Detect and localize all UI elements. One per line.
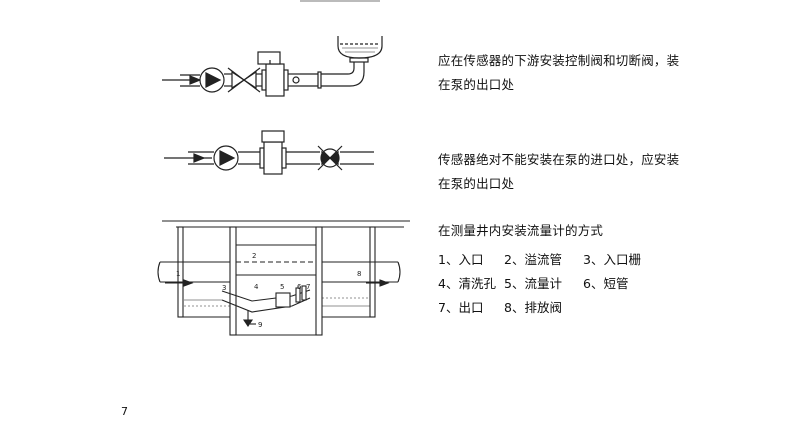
inlet-arrow-icon <box>189 75 202 85</box>
note-1-line-2: 在泵的出口处 <box>438 77 515 92</box>
legend-item: 4、清洗孔 <box>438 276 496 291</box>
label-7: 7 <box>306 283 310 291</box>
label-8: 8 <box>357 270 361 278</box>
label-5: 5 <box>280 283 284 291</box>
label-3: 3 <box>222 284 226 292</box>
legend-item: 2、溢流管 <box>504 252 562 267</box>
label-9: 9 <box>258 321 262 329</box>
label-1: 1 <box>176 270 180 278</box>
page-number: 7 <box>121 405 128 418</box>
legend-item: 6、短管 <box>583 276 629 291</box>
legend-item: 1、入口 <box>438 252 484 267</box>
legend-item: 8、排放阀 <box>504 300 562 315</box>
note-2-line-1: 传感器绝对不能安装在泵的进口处，应安装 <box>438 152 680 167</box>
sensor-icon <box>257 51 289 97</box>
diagram-pump-sensor-valve <box>164 130 374 175</box>
diagram-pump-sensor-tank <box>162 36 383 97</box>
inlet-flow-arrow-icon <box>183 279 194 287</box>
well-section-title: 在测量井内安装流量计的方式 <box>438 223 604 238</box>
label-4: 4 <box>254 283 259 291</box>
top-edge-rule <box>300 0 380 2</box>
diagram-measuring-well <box>157 220 410 336</box>
note-1-line-1: 应在传感器的下游安装控制阀和切断阀，装 <box>438 53 680 68</box>
well-diagram-labels: 1 2 3 4 5 6 7 8 9 <box>176 252 361 329</box>
legend-item: 5、流量计 <box>504 276 562 291</box>
drain-valve-icon <box>242 319 254 327</box>
note-2-line-2: 在泵的出口处 <box>438 176 515 191</box>
control-valve-icon <box>227 67 261 93</box>
legend-item: 3、入口栅 <box>583 252 641 267</box>
sensor-icon <box>259 130 287 175</box>
outlet-flow-arrow-icon <box>379 279 390 287</box>
tank-icon <box>337 36 383 59</box>
inlet-arrow-icon <box>193 153 206 163</box>
small-valve-icon <box>292 76 300 84</box>
label-2: 2 <box>252 252 256 260</box>
flowmeter-icon <box>275 292 291 308</box>
shutoff-valve-icon <box>317 145 343 171</box>
legend-item: 7、出口 <box>438 300 484 315</box>
label-6: 6 <box>297 283 302 291</box>
